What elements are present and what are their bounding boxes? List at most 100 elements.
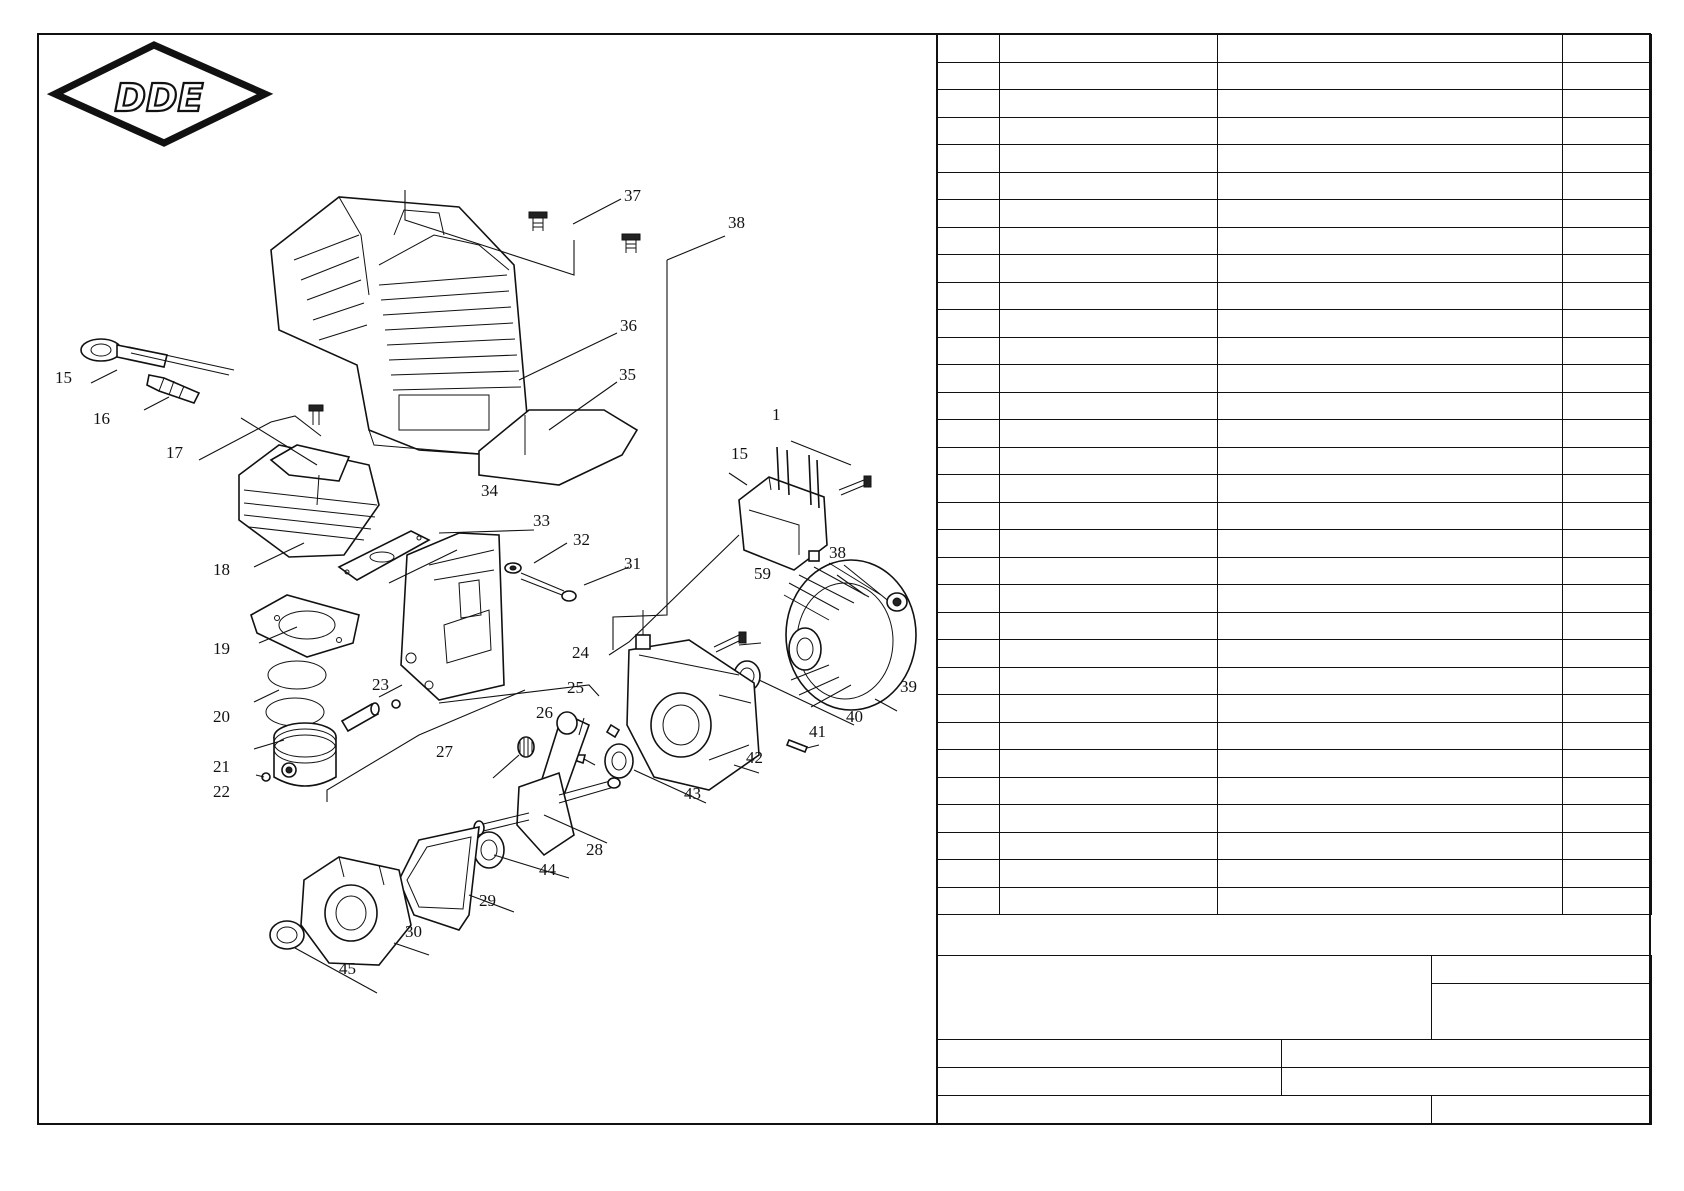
callout-19: 19 <box>213 639 230 658</box>
parts-table-cell <box>1562 226 1652 255</box>
parts-table-row <box>937 611 1652 640</box>
parts-table-cell <box>999 694 1218 723</box>
title-block-cell-row2-left <box>937 1039 1282 1068</box>
parts-table-cell <box>1217 749 1563 778</box>
screw-31 <box>528 211 548 231</box>
parts-table-cell <box>1562 446 1652 475</box>
parts-table-cell <box>1562 749 1652 778</box>
crankcase-half-part <box>626 610 760 791</box>
callout-26: 32 <box>573 530 590 549</box>
parts-table-cell <box>999 336 1218 365</box>
parts-table-cell <box>1562 666 1652 695</box>
parts-table-cell <box>999 804 1218 833</box>
parts-table-cell <box>1562 639 1652 668</box>
parts-table-cell <box>1217 886 1563 915</box>
parts-table-row <box>937 116 1652 145</box>
parts-table-row <box>937 776 1652 805</box>
callout-39: 25 <box>567 678 584 697</box>
parts-table-cell <box>1217 529 1563 558</box>
parts-table-cell <box>937 749 1000 778</box>
callout-30: 36 <box>620 316 637 335</box>
parts-table-row <box>937 226 1652 255</box>
callout-38-left: 44 <box>539 860 557 879</box>
callout-32: 38 <box>728 213 745 232</box>
parts-table-cell <box>937 364 1000 393</box>
parts-table-cell <box>999 749 1218 778</box>
parts-table-cell <box>999 721 1218 750</box>
callout-23: 23 <box>372 675 389 694</box>
parts-table-cell <box>1562 391 1652 420</box>
callout-35: 40 <box>846 707 863 726</box>
parts-table-row <box>937 171 1652 200</box>
screw-32 <box>621 233 641 253</box>
parts-table-row <box>937 199 1652 228</box>
parts-table-cell <box>937 694 1000 723</box>
parts-table-cell <box>937 474 1000 503</box>
parts-table-cell <box>937 89 1000 118</box>
parts-table-cell <box>1562 611 1652 640</box>
parts-table-cell <box>1562 584 1652 613</box>
oil-seal-45 <box>269 920 305 950</box>
exhaust-gasket-part <box>337 530 431 581</box>
parts-table-cell <box>1217 171 1563 200</box>
parts-table-cell <box>1217 474 1563 503</box>
bolt-17 <box>308 404 324 425</box>
parts-table-cell <box>1562 116 1652 145</box>
parts-table-cell <box>937 529 1000 558</box>
parts-table-cell <box>1562 859 1652 888</box>
callout-43: 29 <box>479 891 496 910</box>
callout-33: 38 <box>829 543 846 562</box>
parts-table-cell <box>999 529 1218 558</box>
crankshaft-part <box>473 711 621 857</box>
parts-table-cell <box>937 721 1000 750</box>
callout-15-right: 15 <box>731 444 748 463</box>
parts-table-cell <box>1562 694 1652 723</box>
leader-lines <box>90 190 898 994</box>
parts-table-cell <box>937 611 1000 640</box>
parts-table-cell <box>1217 831 1563 860</box>
callout-40: 26 <box>536 703 553 722</box>
parts-table-cell <box>1562 34 1652 63</box>
parts-table-cell <box>999 776 1218 805</box>
engine-shroud-part <box>270 196 528 456</box>
title-block-main-cell <box>937 955 1432 1040</box>
parts-table-cell <box>1562 309 1652 338</box>
parts-table-cell <box>1217 281 1563 310</box>
parts-table-cell <box>1562 776 1652 805</box>
parts-table-cell <box>999 859 1218 888</box>
parts-table-cell <box>999 171 1218 200</box>
parts-table-row <box>937 584 1652 613</box>
washer-26 <box>504 562 522 574</box>
parts-table-cell <box>1562 254 1652 283</box>
parts-table-cell <box>999 474 1218 503</box>
parts-table-row <box>937 749 1652 778</box>
parts-table-cell <box>937 226 1000 255</box>
parts-table-cell <box>999 419 1218 448</box>
title-block-cell-row4-right <box>1431 1095 1652 1125</box>
callout-31: 37 <box>624 186 642 205</box>
parts-table-cell <box>999 116 1218 145</box>
parts-table-cell <box>1217 501 1563 530</box>
parts-table-row <box>937 391 1652 420</box>
parts-table-cell <box>937 859 1000 888</box>
parts-table-cell <box>999 254 1218 283</box>
parts-table-cell <box>1217 199 1563 228</box>
callout-41: 27 <box>436 742 454 761</box>
parts-table-cell <box>1217 611 1563 640</box>
title-block-cell-top-right <box>1431 955 1652 984</box>
parts-table-cell <box>999 611 1218 640</box>
callout-21: 21 <box>213 757 230 776</box>
parts-table-row <box>937 666 1652 695</box>
crankcase-half-left-part <box>300 856 412 966</box>
parts-table-cell <box>937 199 1000 228</box>
parts-table-cell <box>1562 501 1652 530</box>
parts-table-cell <box>1217 364 1563 393</box>
parts-table-cell <box>1217 226 1563 255</box>
parts-table-cell <box>937 446 1000 475</box>
parts-table-row <box>937 281 1652 310</box>
parts-table-cell <box>1562 419 1652 448</box>
parts-table-cell <box>1562 199 1652 228</box>
parts-table-cell <box>937 639 1000 668</box>
parts-table-cell <box>937 776 1000 805</box>
screw-1 <box>838 475 872 496</box>
